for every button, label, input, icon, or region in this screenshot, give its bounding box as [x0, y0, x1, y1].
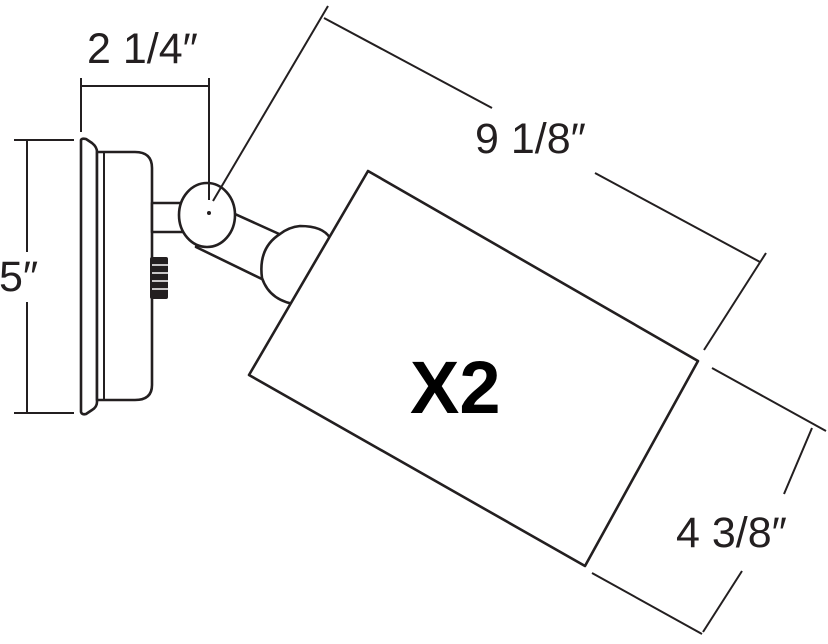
dimension-label-base-height: 5″: [0, 253, 38, 301]
dimension-label-fixture-length: 9 1/8″: [475, 115, 586, 163]
dimension-base-height: 5″: [0, 139, 74, 414]
dimension-label-fixture-width: 4 3/8″: [676, 509, 787, 557]
adjust-knob: [150, 257, 168, 299]
dimension-label-base-depth: 2 1/4″: [87, 25, 198, 73]
wall-base-plate: [79, 137, 168, 416]
quantity-label: X2: [410, 346, 501, 429]
dimension-fixture-width: 4 3/8″: [591, 367, 827, 635]
fixture-head: [247, 169, 700, 568]
pivot-point: [207, 211, 211, 215]
dimension-fixture-length: 9 1/8″: [212, 5, 767, 351]
dimension-base-depth: 2 1/4″: [80, 25, 210, 200]
swivel-arm: [150, 181, 332, 307]
